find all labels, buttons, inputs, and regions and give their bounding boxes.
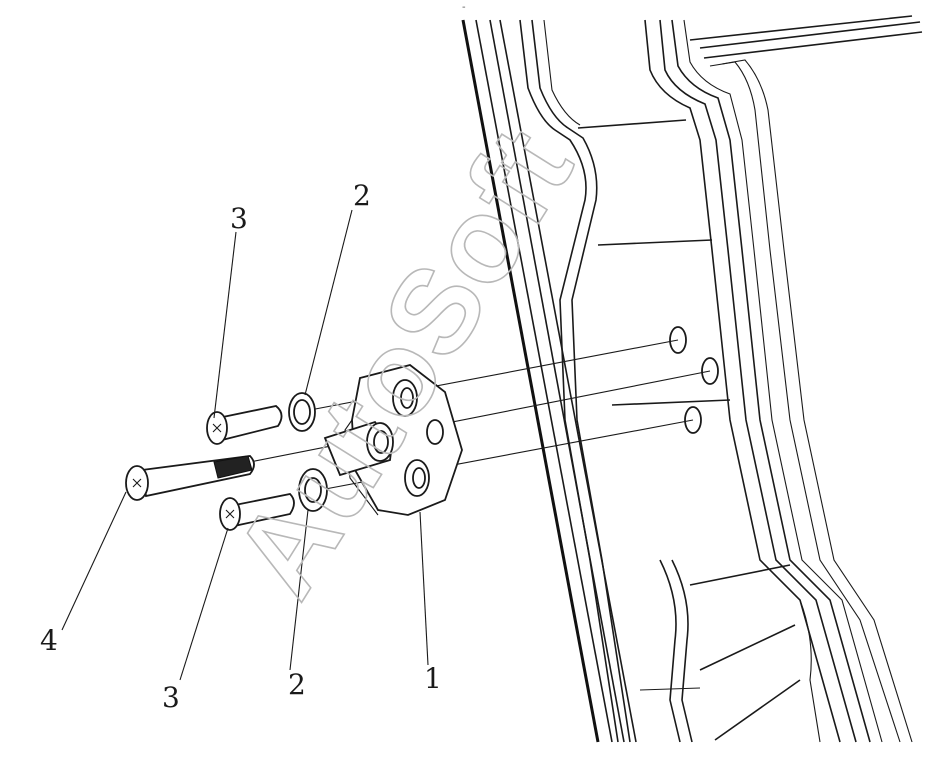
label-2-bottom: 2 (288, 668, 306, 701)
screw-top (206, 405, 283, 445)
top-mark: - (462, 2, 466, 13)
label-1: 1 (424, 662, 442, 695)
striker-plate (323, 364, 463, 516)
label-3-top: 3 (230, 202, 248, 235)
screw-bottom (219, 493, 295, 531)
striker-bolt (125, 455, 255, 501)
door-frame (461, 15, 923, 743)
washer-bottom (298, 468, 328, 512)
label-2-top: 2 (353, 179, 371, 212)
panel-holes (669, 326, 719, 434)
washer-top (288, 392, 316, 432)
leader-lines (61, 209, 429, 681)
label-4: 4 (40, 624, 58, 657)
label-3-bottom: 3 (162, 681, 180, 714)
